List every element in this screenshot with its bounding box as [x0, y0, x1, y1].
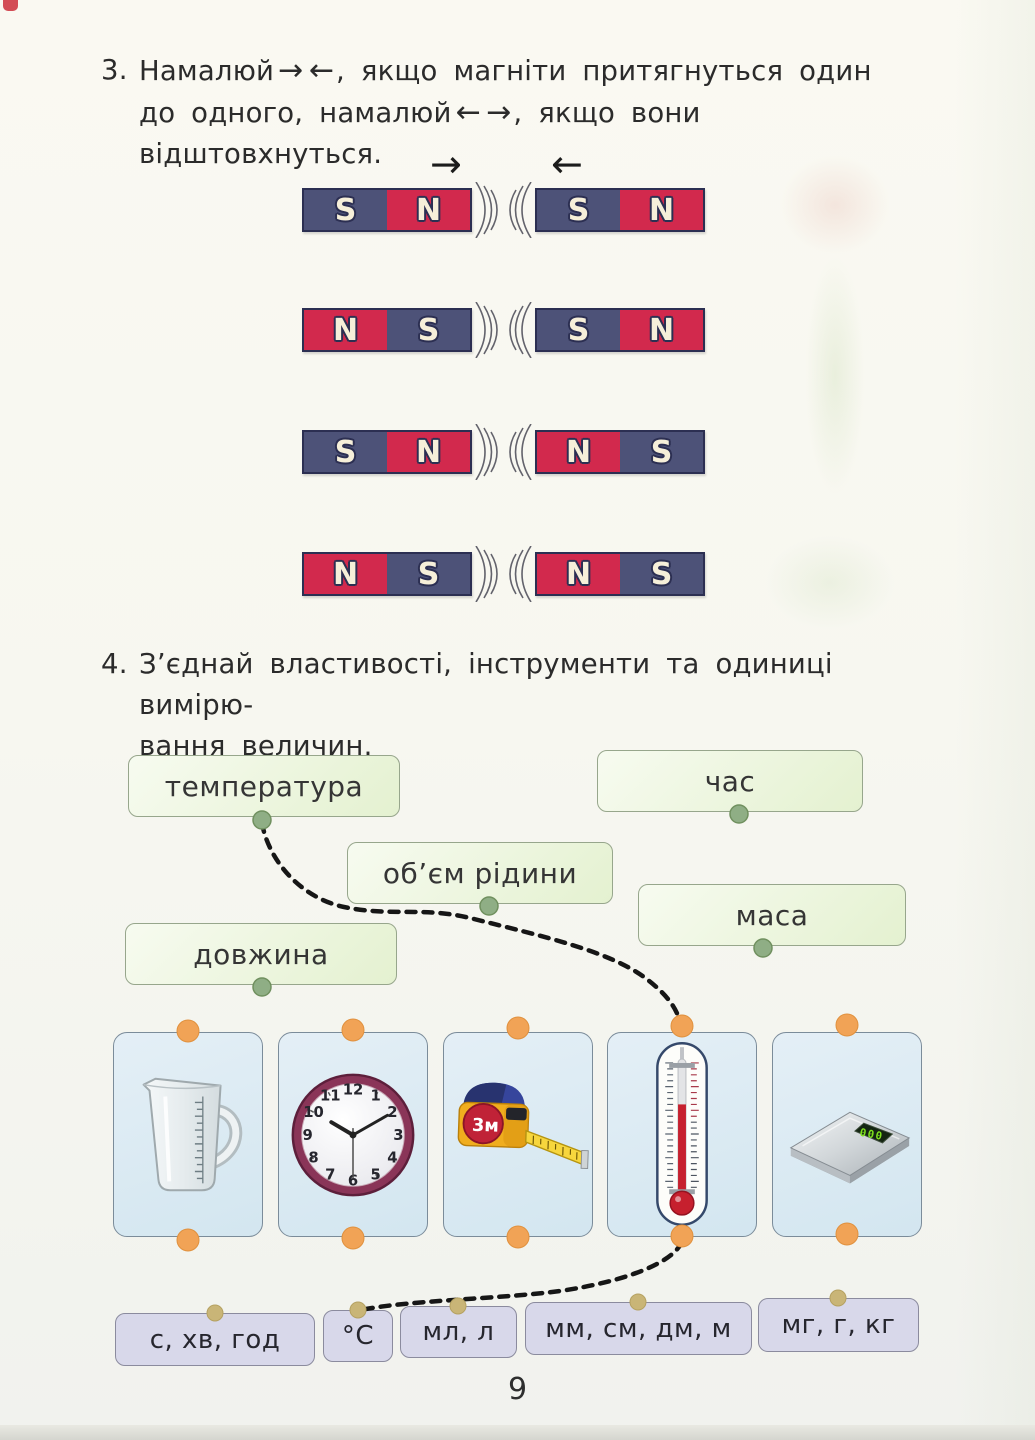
svg-text:000: 000 — [859, 1126, 885, 1143]
unit-box-time: с, хв, год — [115, 1313, 315, 1366]
magnet-pole: S — [537, 190, 620, 230]
svg-text:4: 4 — [387, 1150, 397, 1167]
page-corner-mark — [3, 0, 18, 11]
magnet-pole: N — [620, 190, 703, 230]
unit-label: мм, см, дм, м — [545, 1313, 732, 1344]
magnetic-waves-icon — [475, 302, 532, 358]
unit-box-mass: мг, г, кг — [758, 1298, 919, 1352]
task-4-number: 4. — [101, 648, 128, 680]
magnetic-waves-icon — [475, 424, 532, 480]
tape-measure-icon: 3м — [457, 1082, 589, 1170]
unit-box-length: мм, см, дм, м — [525, 1302, 752, 1355]
svg-text:7: 7 — [325, 1166, 335, 1183]
svg-text:2: 2 — [387, 1104, 397, 1121]
task-3-number: 3. — [101, 54, 128, 86]
property-label: температура — [164, 769, 364, 803]
magnet-pole: S — [387, 310, 470, 350]
magnet-right: N S — [535, 430, 705, 474]
svg-text:10: 10 — [303, 1104, 324, 1121]
magnet-pole: N — [304, 310, 387, 350]
task-3-line2: до одного, намалюй← →, якщо вони відштов… — [139, 95, 701, 170]
magnet-pole: N — [537, 432, 620, 472]
card-tape-measure: 3м — [443, 1032, 593, 1237]
svg-text:6: 6 — [348, 1172, 358, 1189]
card-clock: 12 1 2 3 4 5 6 7 8 9 10 11 — [278, 1032, 428, 1237]
property-label: об’єм рідини — [382, 856, 578, 890]
card-measuring-jug — [113, 1032, 263, 1237]
unit-box-volume: мл, л — [400, 1306, 517, 1358]
magnet-pair-row: N S N S — [302, 546, 705, 602]
attract-arrows-inline: → ← — [278, 53, 334, 88]
magnet-pole: N — [304, 554, 387, 594]
task-4: 4. З’єднай властивості, інструменти та о… — [101, 644, 951, 767]
svg-text:9: 9 — [302, 1127, 312, 1144]
magnet-diagram: → ← S N S N N S — [0, 145, 1035, 630]
magnet-pole: S — [304, 190, 387, 230]
property-box-temperature: температура — [128, 755, 400, 817]
property-box-length: довжина — [125, 923, 397, 985]
unit-label: с, хв, год — [149, 1324, 281, 1355]
magnet-pole: S — [620, 432, 703, 472]
arrow-left-icon: ← — [551, 142, 583, 186]
property-label: час — [704, 764, 756, 798]
scales-icon: 000 — [789, 1111, 911, 1184]
magnet-left: N S — [302, 308, 472, 352]
magnet-pole: N — [620, 310, 703, 350]
magnet-pair-row: N S S N — [302, 302, 705, 358]
card-thermometer — [607, 1032, 757, 1237]
svg-text:11: 11 — [320, 1087, 341, 1104]
row1-answer-arrows: → ← — [0, 142, 1035, 186]
magnet-pole: N — [537, 554, 620, 594]
svg-text:3: 3 — [393, 1127, 403, 1144]
svg-text:5: 5 — [371, 1166, 381, 1183]
unit-label: мг, г, кг — [781, 1310, 896, 1340]
arrow-right-icon: → — [430, 142, 462, 186]
card-scales: 000 — [772, 1032, 922, 1237]
property-box-mass: маса — [638, 884, 906, 946]
magnetic-waves-icon — [475, 546, 532, 602]
svg-text:1: 1 — [371, 1087, 381, 1104]
magnet-right: N S — [535, 552, 705, 596]
magnet-pole: S — [304, 432, 387, 472]
measuring-jug-icon — [142, 1077, 243, 1192]
page-bottom-edge — [0, 1425, 1035, 1440]
thermometer-icon — [656, 1042, 708, 1227]
svg-text:12: 12 — [343, 1082, 364, 1099]
magnet-left: N S — [302, 552, 472, 596]
task-4-line1: З’єднай властивості, інструменти та один… — [139, 648, 833, 721]
property-box-time: час — [597, 750, 863, 812]
magnet-pole: S — [387, 554, 470, 594]
repel-arrows-inline: ← → — [455, 95, 512, 130]
svg-text:8: 8 — [308, 1150, 318, 1167]
magnet-pole: N — [387, 432, 470, 472]
unit-label: °С — [341, 1321, 375, 1351]
magnet-pair-row: S N N S — [302, 424, 705, 480]
connection-line-thermometer-celsius — [358, 1239, 685, 1313]
task-3: 3. Намалюй→ ←, якщо магніти притягнуться… — [101, 50, 941, 175]
svg-text:3м: 3м — [472, 1115, 500, 1137]
unit-label: мл, л — [422, 1317, 495, 1347]
magnet-left: S N — [302, 430, 472, 474]
magnet-right: S N — [535, 188, 705, 232]
page-number: 9 — [507, 1372, 528, 1407]
unit-box-celsius: °С — [323, 1310, 393, 1362]
magnet-pole: S — [537, 310, 620, 350]
property-label: довжина — [193, 937, 329, 971]
property-label: маса — [735, 898, 809, 932]
property-box-liquid-volume: об’єм рідини — [347, 842, 613, 904]
magnet-pole: S — [620, 554, 703, 594]
magnet-pole: N — [387, 190, 470, 230]
task-3-line1: Намалюй→ ←, якщо магніти притягнуться од… — [139, 53, 872, 88]
magnet-pair-row: S N S N — [302, 182, 705, 238]
magnet-right: S N — [535, 308, 705, 352]
clock-icon: 12 1 2 3 4 5 6 7 8 9 10 11 — [291, 1073, 415, 1197]
magnet-left: S N — [302, 188, 472, 232]
magnetic-waves-icon — [475, 182, 532, 238]
